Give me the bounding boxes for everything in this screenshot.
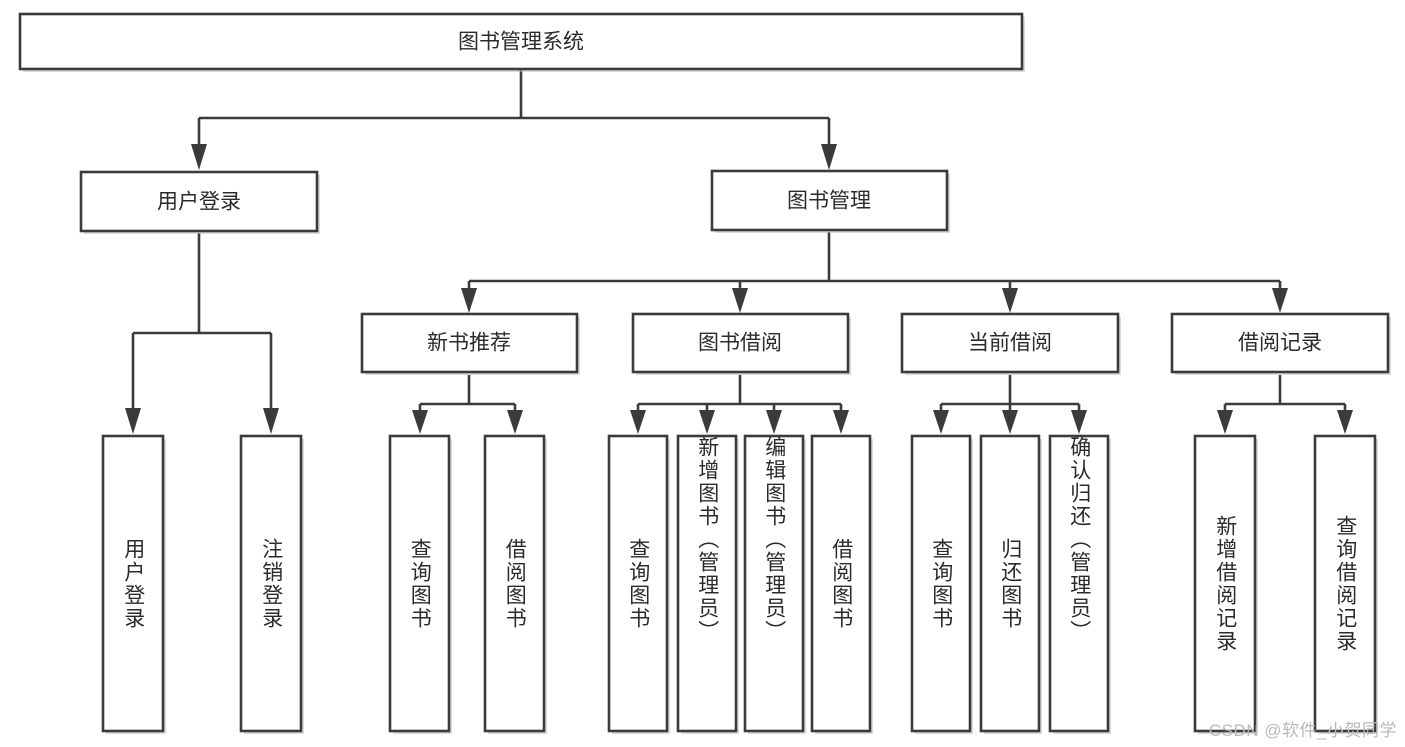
arrow-head-current-borrow <box>1002 288 1018 313</box>
node-user-login-label: 用户登录 <box>157 191 241 214</box>
arrow-head-bookborrow-leaf3 <box>766 410 782 434</box>
arrow-head-new-book <box>461 288 477 313</box>
leaf-boxes-current-borrow <box>910 434 1111 734</box>
node-book-borrow-label: 图书借阅 <box>698 332 782 355</box>
leaf-box-book-borrow-2[interactable] <box>743 434 805 733</box>
arrow-head-newbook-leaf2 <box>507 410 523 434</box>
connector-userlogin-to-leaves <box>125 233 279 434</box>
connector-root-to-level2 <box>191 69 837 170</box>
node-user-login-box <box>79 170 319 233</box>
node-root[interactable]: 图书管理系统 <box>18 12 1025 72</box>
leaf-box-book-borrow-0[interactable] <box>607 434 669 733</box>
arrow-head-leaf-user-login <box>125 408 141 434</box>
node-book-manage-label: 图书管理 <box>787 190 871 213</box>
connector-bookborrow-to-leaves <box>630 375 849 434</box>
arrow-head-bookborrow-leaf4 <box>833 410 849 434</box>
leaf-boxes-user-login <box>101 434 304 734</box>
node-root-box <box>18 12 1024 71</box>
leaf-box-user-login-1[interactable] <box>239 434 303 733</box>
node-book-manage-box <box>710 169 949 232</box>
node-current-borrow-label: 当前借阅 <box>968 332 1052 355</box>
arrow-head-newbook-leaf1 <box>412 410 428 434</box>
node-book-manage[interactable]: 图书管理 <box>710 169 950 233</box>
leaf-box-current-borrow-1[interactable] <box>979 434 1041 733</box>
leaf-box-borrow-record-1[interactable] <box>1313 434 1377 733</box>
connector-borrowrecord-to-leaves <box>1217 375 1353 434</box>
leaf-boxes-new-book-recommend <box>388 434 547 734</box>
csdn-watermark: CSDN @软件_小贺同学 <box>1208 721 1397 740</box>
arrow-head-currentborrow-leaf3 <box>1071 410 1087 434</box>
leaf-box-current-borrow-0[interactable] <box>910 434 972 733</box>
node-borrow-record-box <box>1170 312 1390 374</box>
node-root-label: 图书管理系统 <box>458 31 584 54</box>
arrow-head-book-manage <box>821 144 837 170</box>
arrow-head-leaf-logout <box>263 408 279 434</box>
node-book-borrow-box <box>631 312 850 374</box>
leaf-box-current-borrow-2[interactable] <box>1048 434 1110 733</box>
arrow-head-user-login <box>191 144 207 170</box>
arrow-head-borrow-record <box>1272 288 1288 313</box>
leaf-boxes-borrow-record <box>1193 434 1378 734</box>
leaf-boxes-book-borrow <box>607 434 873 734</box>
arrow-head-book-borrow <box>732 288 748 313</box>
leaf-box-user-login-0[interactable] <box>101 434 165 733</box>
arrow-head-bookborrow-leaf2 <box>699 410 715 434</box>
node-new-book-recommend-box <box>360 312 579 374</box>
leaf-box-book-borrow-1[interactable] <box>676 434 738 733</box>
arrow-head-bookborrow-leaf1 <box>630 410 646 434</box>
leaf-box-borrow-record-0[interactable] <box>1193 434 1257 733</box>
leaf-box-new-book-1[interactable] <box>483 434 546 733</box>
arrow-head-currentborrow-leaf1 <box>933 410 949 434</box>
arrow-head-borrowrecord-leaf2 <box>1337 410 1353 434</box>
arrow-head-currentborrow-leaf2 <box>1002 410 1018 434</box>
node-new-book-recommend[interactable]: 新书推荐 <box>360 312 580 375</box>
connector-bookmanage-to-level3 <box>461 232 1288 313</box>
node-book-borrow[interactable]: 图书借阅 <box>631 312 851 375</box>
leaf-box-new-book-0[interactable] <box>388 434 451 733</box>
node-borrow-record-label: 借阅记录 <box>1238 332 1322 355</box>
node-user-login[interactable]: 用户登录 <box>79 170 320 234</box>
node-current-borrow[interactable]: 当前借阅 <box>900 312 1121 375</box>
leaf-box-book-borrow-3[interactable] <box>810 434 872 733</box>
node-new-book-recommend-label: 新书推荐 <box>427 332 511 355</box>
node-borrow-record[interactable]: 借阅记录 <box>1170 312 1391 375</box>
connector-currentborrow-to-leaves <box>933 375 1087 434</box>
node-current-borrow-box <box>900 312 1120 374</box>
arrow-head-borrowrecord-leaf1 <box>1217 410 1233 434</box>
connector-newbook-to-leaves <box>412 375 523 434</box>
